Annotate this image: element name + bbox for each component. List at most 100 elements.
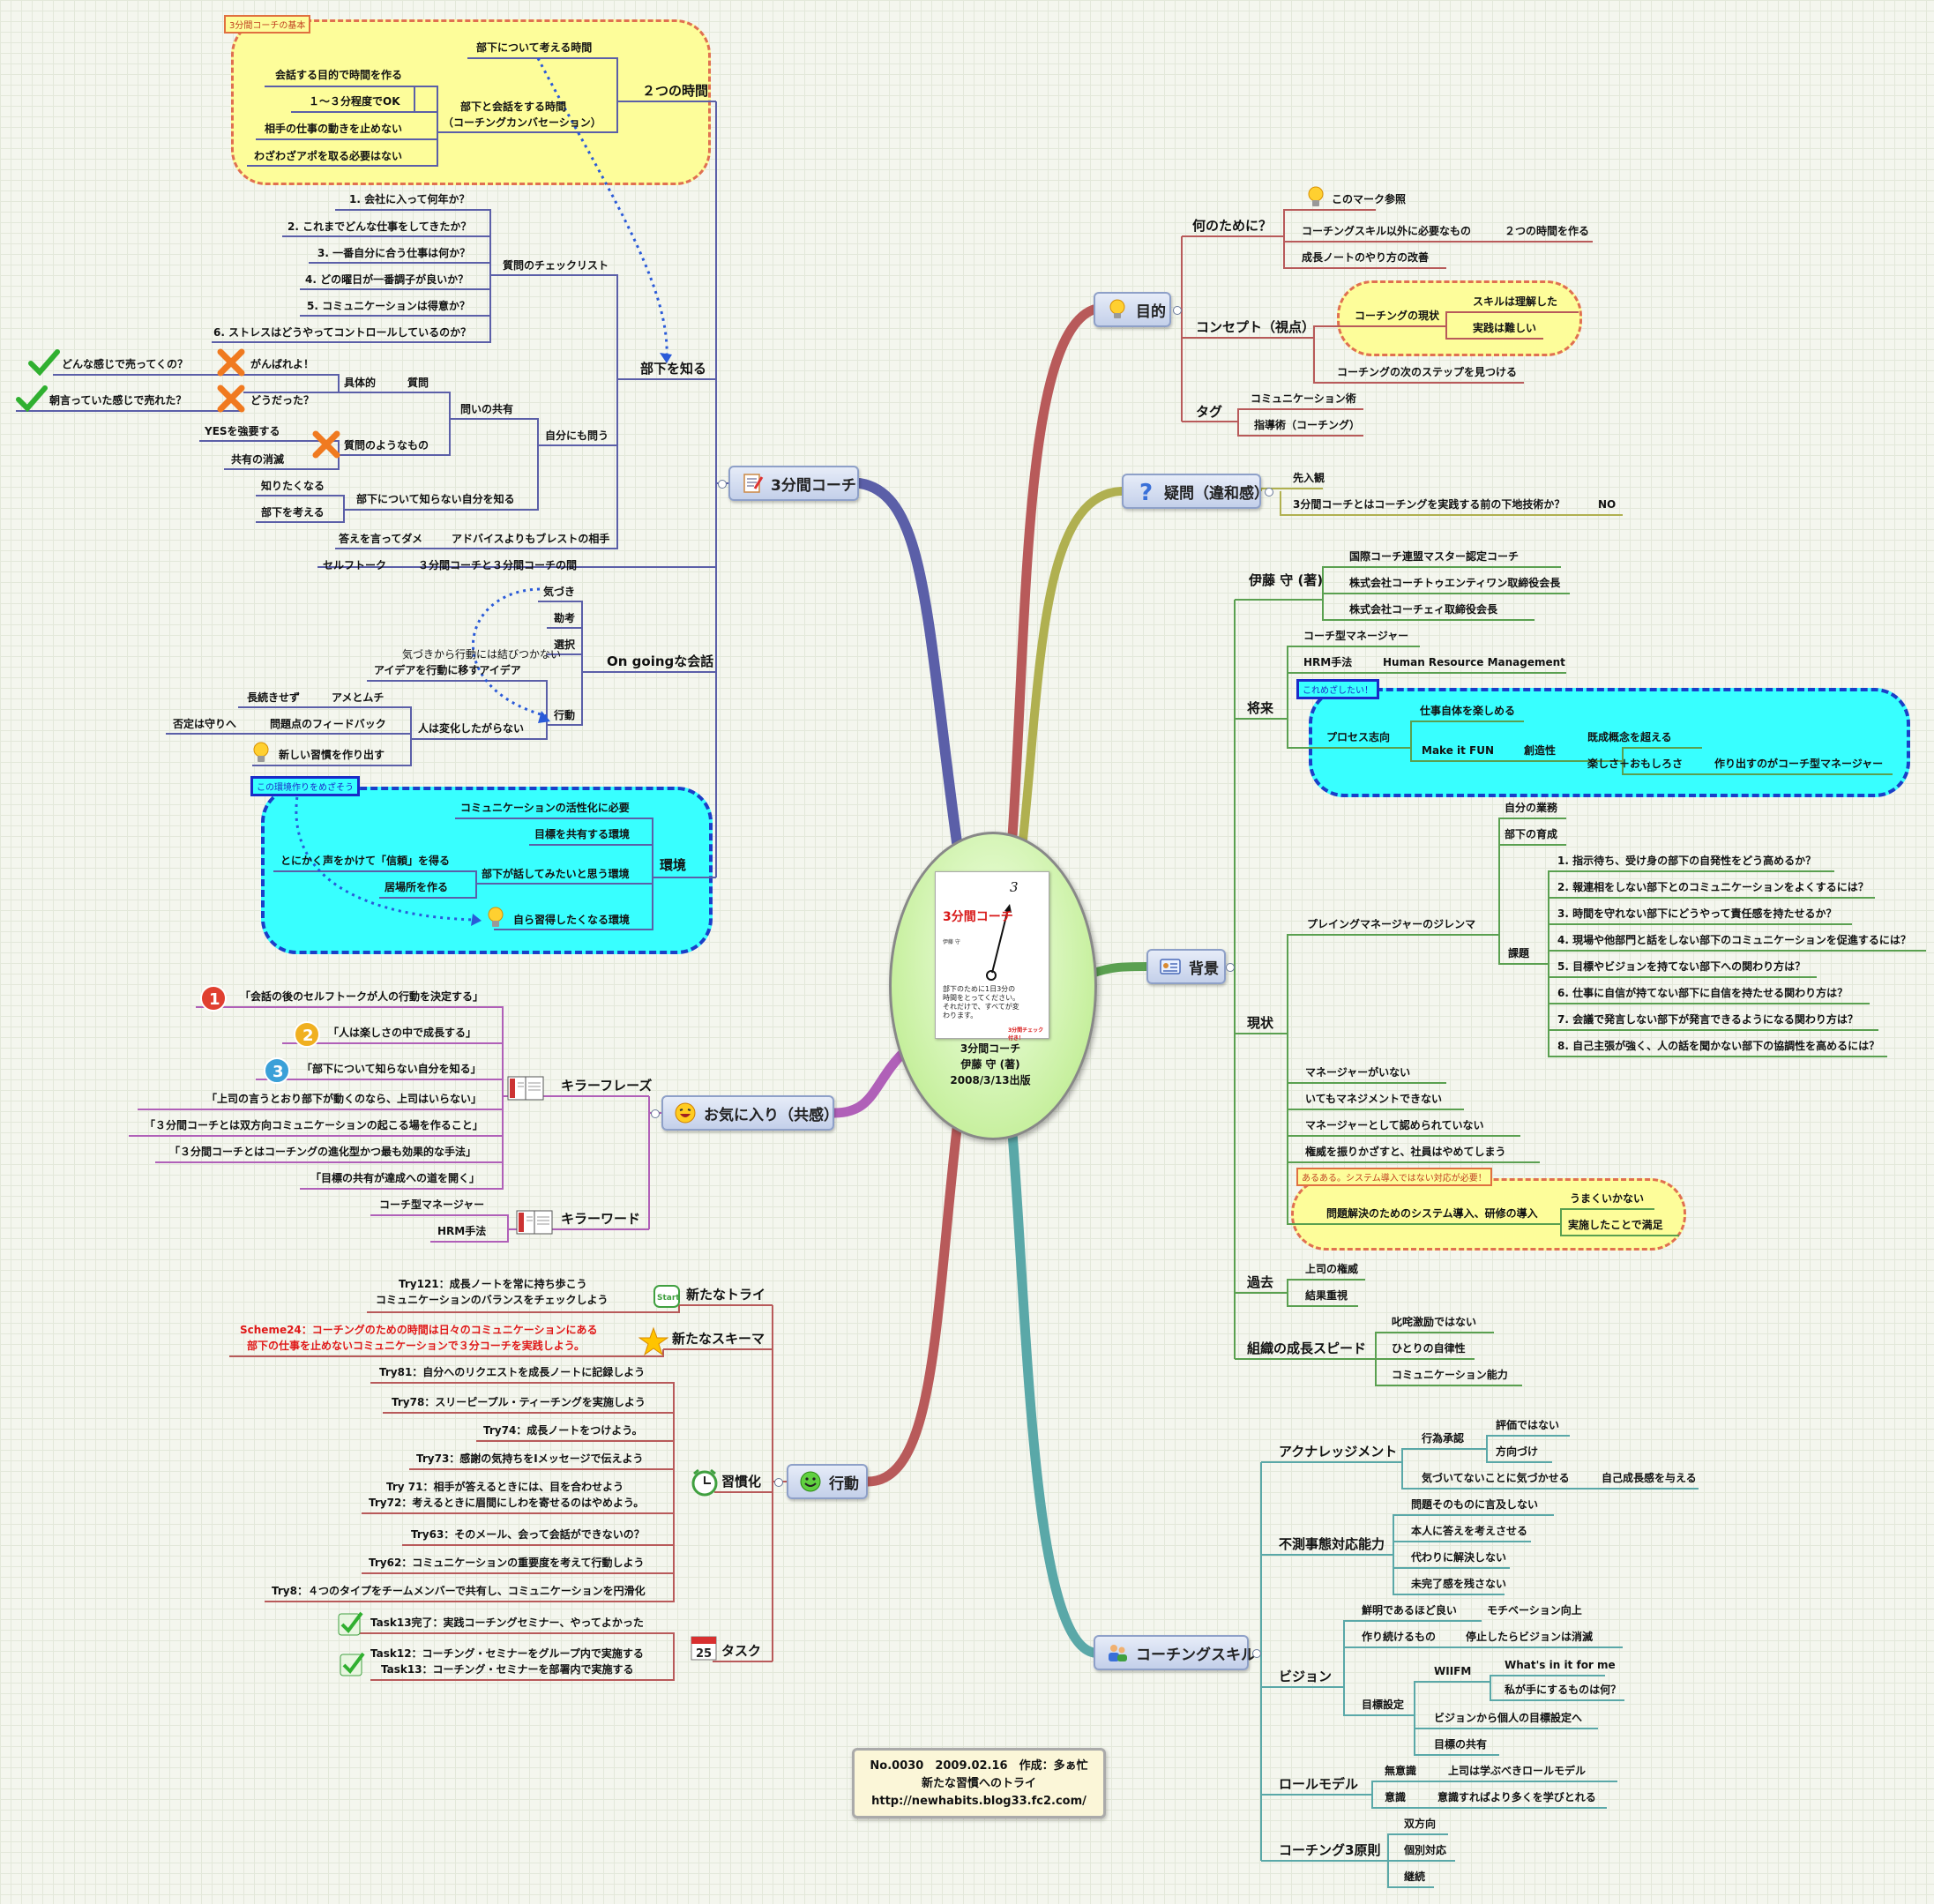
topic-node[interactable]: プレイングマネージャーのジレンマ — [1307, 917, 1475, 931]
collapse-icon[interactable] — [1265, 488, 1273, 497]
topic-node[interactable]: 無意識 — [1385, 1764, 1416, 1778]
topic-node[interactable]: 私が手にするものは何？ — [1505, 1683, 1621, 1697]
topic-node[interactable]: 自ら習得したくなる環境 — [513, 913, 630, 927]
topic-node[interactable]: ３分間コーチと３分間コーチの間 — [418, 558, 577, 572]
topic-node[interactable]: 知りたくなる — [261, 479, 325, 493]
topic-node[interactable]: 不測事態対応能力 — [1279, 1537, 1385, 1551]
topic-node[interactable]: 1. 会社に入って何年か？ — [349, 192, 470, 206]
topic-node[interactable]: 部下を考える — [261, 505, 325, 519]
topic-node[interactable]: Try72：考えるときに眉間にしわを寄せるのはやめよう。 — [369, 1496, 644, 1510]
topic-node[interactable]: Try121：成長ノートを常に持ち歩こう — [399, 1277, 587, 1291]
collapse-icon[interactable] — [718, 480, 727, 489]
topic-node[interactable]: 評価ではない — [1496, 1418, 1559, 1432]
topic-node[interactable]: 目標設定 — [1362, 1698, 1404, 1712]
topic-node[interactable]: 目標の共有 — [1434, 1737, 1487, 1751]
topic-node[interactable]: 5. コミュニケーションは得意か？ — [307, 299, 470, 313]
topic-node[interactable]: 人は変化したがらない — [418, 721, 524, 735]
topic-node[interactable]: うまくいかない — [1570, 1191, 1644, 1206]
topic-node[interactable]: ２つの時間 — [642, 84, 708, 98]
topic-node[interactable]: 既成概念を超える — [1587, 730, 1672, 744]
topic-node[interactable]: 部下の育成 — [1505, 827, 1557, 841]
topic-node[interactable]: 居場所を作る — [385, 880, 448, 894]
topic-node[interactable]: 問題そのものに言及しない — [1411, 1497, 1538, 1512]
topic-node[interactable]: コミュニケーション術 — [1251, 392, 1356, 406]
topic-node[interactable]: プロセス志向 — [1326, 730, 1390, 744]
topic-node[interactable]: On goingな会話 — [607, 654, 713, 668]
topic-node[interactable]: 成長ノートのやり方の改善 — [1302, 250, 1429, 265]
main-topic-3min-coach[interactable]: 3分間コーチ — [728, 466, 859, 501]
collapse-icon[interactable] — [1173, 306, 1182, 315]
topic-node[interactable]: 自分にも問う — [545, 429, 609, 443]
topic-node[interactable]: 気づいてないことに気づかせる — [1422, 1471, 1570, 1485]
topic-node[interactable]: 新たなスキーマ — [672, 1332, 765, 1346]
topic-node[interactable]: 行動 — [554, 708, 575, 722]
topic-node[interactable]: 習慣化 — [721, 1475, 761, 1489]
topic-node[interactable]: 仕事自体を楽しめる — [1420, 704, 1515, 718]
topic-node[interactable]: キラーフレーズ — [561, 1079, 652, 1093]
topic-node[interactable]: 5. 目標やビジョンを持てない部下への関わり方は？ — [1557, 959, 1805, 974]
topic-node[interactable]: 否定は守りへ — [173, 717, 236, 731]
topic-node[interactable]: 組織の成長スピード — [1247, 1341, 1366, 1355]
topic-node[interactable]: 自己成長感を与える — [1602, 1471, 1697, 1485]
topic-node[interactable]: HRM手法 — [437, 1224, 486, 1238]
main-topic-favorite[interactable]: お気に入り（共感） — [661, 1095, 839, 1131]
topic-node[interactable]: Task13完了：実践コーチングセミナー、やってよかった — [370, 1616, 644, 1630]
topic-node[interactable]: 実践は難しい — [1473, 321, 1536, 335]
topic-node[interactable]: 行為承認 — [1422, 1431, 1464, 1445]
topic-node[interactable]: 新しい習慣を作り出す — [279, 748, 385, 762]
topic-node[interactable]: Try73：感謝の気持ちをIメッセージで伝えよう — [416, 1452, 644, 1466]
topic-node[interactable]: 何のために？ — [1192, 219, 1272, 233]
topic-node[interactable]: コミュニケーションのバランスをチェックしよう — [376, 1293, 609, 1307]
topic-node[interactable]: ひとりの自律性 — [1392, 1341, 1466, 1355]
collapse-icon[interactable] — [1226, 963, 1235, 972]
topic-node[interactable]: コーチングスキル以外に必要なもの — [1302, 224, 1471, 238]
main-topic-action[interactable]: 行動 — [787, 1464, 868, 1499]
topic-node[interactable]: Try 71：相手が答えるときには、目を合わせよう — [386, 1480, 624, 1494]
topic-node[interactable]: コーチングの次のステップを見つける — [1337, 365, 1517, 379]
topic-node[interactable]: 結果重視 — [1305, 1288, 1348, 1303]
topic-node[interactable]: 先入観 — [1293, 471, 1325, 485]
topic-node[interactable]: 長続きせず — [247, 691, 300, 705]
topic-node[interactable]: わざわざアポを取る必要はない — [254, 149, 402, 163]
topic-node[interactable]: 6. ストレスはどうやってコントロールしているのか？ — [213, 325, 471, 340]
topic-node[interactable]: 部下を知る — [640, 362, 706, 376]
topic-node[interactable]: 部下と会話をする時間 — [460, 100, 566, 114]
topic-node[interactable]: 問題解決のためのシステム導入、研修の導入 — [1326, 1206, 1538, 1221]
topic-node[interactable]: Make it FUN — [1422, 743, 1494, 758]
topic-node[interactable]: コミュニケーション能力 — [1392, 1368, 1508, 1382]
topic-node[interactable]: ビジョンから個人の目標設定へ — [1434, 1711, 1582, 1725]
topic-node[interactable]: HRM手法 — [1303, 655, 1352, 669]
topic-node[interactable]: とにかく声をかけて「信頼」を得る — [280, 854, 450, 868]
topic-node[interactable]: アメとムチ — [332, 691, 384, 705]
topic-node[interactable]: 実施したことで満足 — [1568, 1218, 1663, 1232]
topic-node[interactable]: タグ — [1196, 405, 1222, 419]
topic-node[interactable]: NO — [1598, 497, 1616, 511]
topic-node[interactable]: 部下について知らない自分を知る — [356, 492, 515, 506]
topic-node[interactable]: 8. 自己主張が強く、人の話を聞かない部下の協調性を高めるには？ — [1557, 1039, 1879, 1053]
topic-node[interactable]: 相手の仕事の動きを止めない — [265, 122, 402, 136]
topic-node[interactable]: アドバイスよりもブレストの相手 — [452, 532, 609, 546]
topic-node[interactable]: ビジョン — [1279, 1669, 1332, 1684]
topic-node[interactable]: セルフトーク — [323, 558, 386, 572]
collapse-icon[interactable] — [1252, 1649, 1261, 1658]
topic-node[interactable]: Try74：成長ノートをつけよう。 — [483, 1423, 643, 1437]
topic-node[interactable]: 選択 — [554, 638, 575, 652]
topic-node[interactable]: 意識すればより多くを学びとれる — [1437, 1790, 1596, 1804]
topic-node[interactable]: ２つの時間を作る — [1505, 224, 1589, 238]
topic-node[interactable]: 質問 — [407, 376, 429, 390]
topic-node[interactable]: １～３分程度でOK — [309, 94, 400, 108]
topic-node[interactable]: 国際コーチ連盟マスター認定コーチ — [1349, 549, 1519, 564]
topic-node[interactable]: 質問のようなもの — [344, 438, 429, 452]
topic-node[interactable]: 目標を共有する環境 — [534, 827, 630, 841]
topic-node[interactable]: コーチングの現状 — [1355, 309, 1439, 323]
topic-node[interactable]: 意識 — [1385, 1790, 1406, 1804]
topic-node[interactable]: 共有の消滅 — [231, 452, 284, 467]
topic-node[interactable]: 1. 指示待ち、受け身の部下の自発性をどう高めるか？ — [1557, 854, 1816, 868]
topic-node[interactable]: 2. これまでどんな仕事をしてきたか？ — [287, 220, 471, 234]
collapse-icon[interactable] — [651, 1109, 660, 1118]
topic-node[interactable]: 鮮明であるほど良い — [1362, 1603, 1457, 1617]
topic-node[interactable]: 勘考 — [554, 611, 575, 625]
topic-node[interactable]: 「３分間コーチとは双方向コミュニケーションの起こる場を作ること」 — [145, 1118, 483, 1132]
topic-node[interactable]: 部下について考える時間 — [476, 41, 592, 55]
topic-node[interactable]: コミュニケーションの活性化に必要 — [460, 801, 630, 815]
